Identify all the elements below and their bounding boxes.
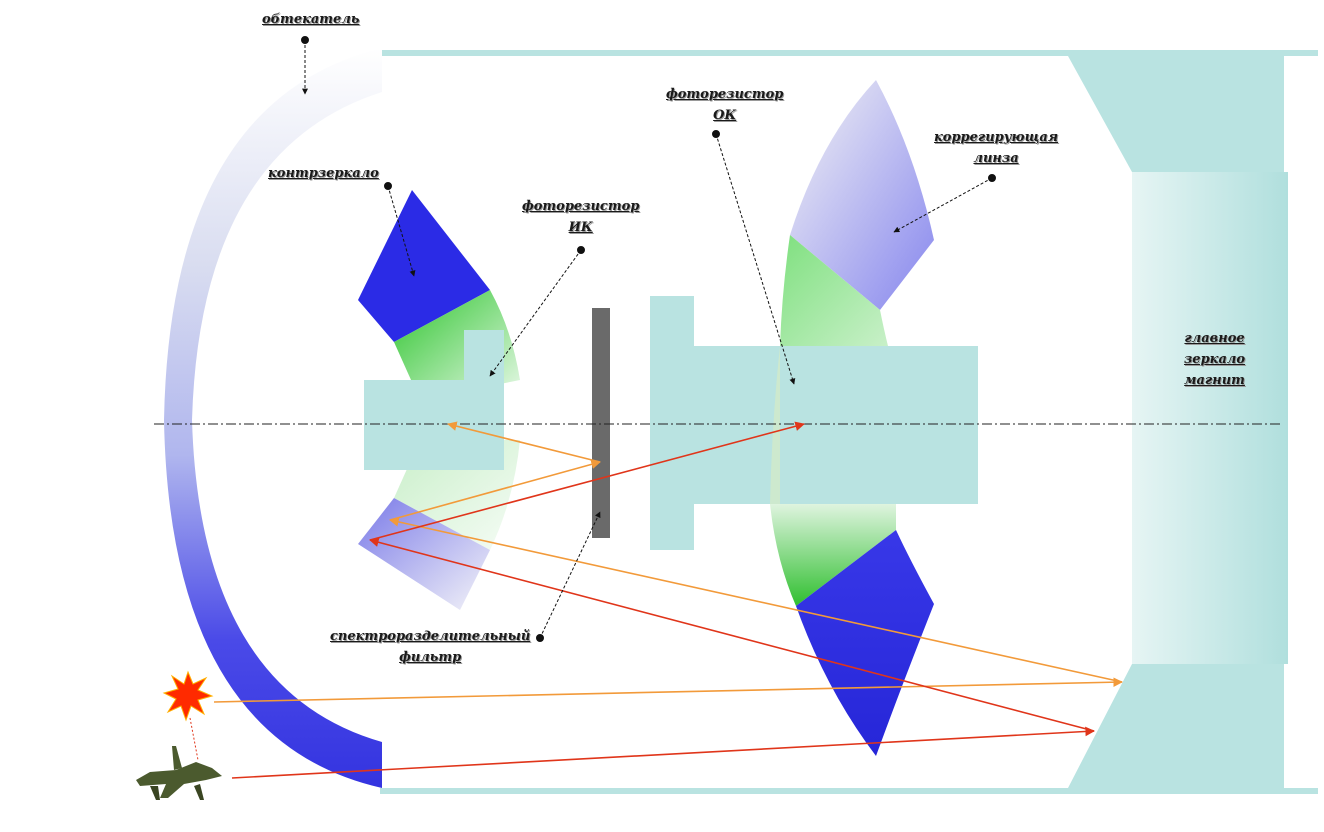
fairing-dome (164, 48, 382, 788)
photoresistor-ok-mount (650, 296, 978, 550)
label-spectral-filter: спектроразделительный фильтр (330, 629, 531, 665)
spectral-filter (592, 308, 610, 538)
label-photoresistor-ir: фоторезистор ИК (522, 199, 640, 235)
aircraft-icon (136, 746, 222, 800)
label-correcting-lens: коррегирующая линза (934, 130, 1059, 166)
label-counter-mirror: контрзеркало (268, 166, 379, 181)
main-mirror (1132, 172, 1288, 664)
housing (380, 50, 1318, 794)
leader-lines (301, 36, 996, 642)
explosion-icon (162, 670, 214, 761)
correcting-lens (770, 80, 934, 756)
ray-paths (213, 421, 1123, 779)
photoresistor-ir-mount (364, 330, 504, 470)
label-main-mirror: главное зеркало магнит (1184, 331, 1246, 388)
label-fairing: обтекатель (262, 12, 360, 27)
label-photoresistor-ok: фоторезистор ОК (666, 87, 784, 123)
